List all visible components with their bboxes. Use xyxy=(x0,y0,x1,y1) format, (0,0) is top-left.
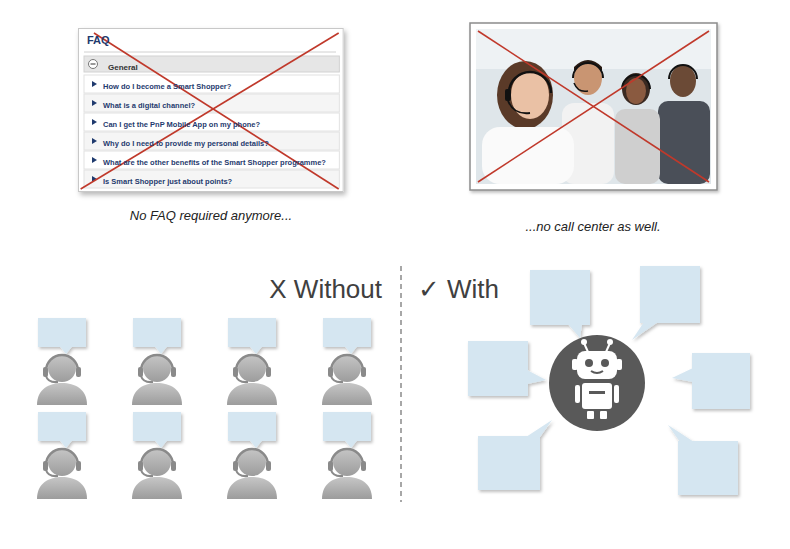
call-center-photo xyxy=(470,23,717,190)
red-cross xyxy=(478,31,709,182)
agent-icon xyxy=(37,412,87,499)
faq-row: Why do I need to provide my personal det… xyxy=(84,132,338,150)
faq-text: Why do I need to provide my personal det… xyxy=(84,135,269,153)
agent-icon xyxy=(132,318,182,405)
red-cross xyxy=(81,33,339,189)
speech-bubbles xyxy=(468,266,750,495)
faq-text: What are the other benefits of the Smart… xyxy=(84,154,326,172)
agent-icon xyxy=(322,412,372,499)
faq-text: How do I become a Smart Shopper? xyxy=(84,78,231,96)
bullet-triangles xyxy=(92,81,97,182)
faq-text: General xyxy=(84,60,138,76)
divider xyxy=(400,266,402,502)
comparison-heading: X Without xyxy=(269,274,382,305)
faq-text: What is a digital channel? xyxy=(84,97,195,115)
panel-title: FAQ xyxy=(78,28,110,47)
agent-icons xyxy=(37,318,372,499)
red-cross xyxy=(478,31,709,182)
faq-text: Can I get the PnP Mobile App on my phone… xyxy=(84,116,260,134)
faq-band: General xyxy=(84,56,338,72)
faq-panel: FAQ GeneralHow do I become a Smart Shoppe… xyxy=(78,28,344,192)
agent-icon xyxy=(322,318,372,405)
faq-rows xyxy=(84,75,339,188)
agent-icon xyxy=(227,412,277,499)
caption: ...no call center as well. xyxy=(525,219,660,234)
chatbot-icon xyxy=(549,335,645,431)
faq-row: What is a digital channel? xyxy=(84,94,338,112)
faq-row: Is Smart Shopper just about points? xyxy=(84,170,338,188)
agent-icon xyxy=(132,412,182,499)
faq-row: What are the other benefits of the Smart… xyxy=(84,151,338,169)
agent-icon xyxy=(37,318,87,405)
faq-row: Can I get the PnP Mobile App on my phone… xyxy=(84,113,338,131)
comparison-heading: ✓ With xyxy=(418,274,499,305)
caption: No FAQ required anymore... xyxy=(130,208,292,223)
faq-text: Is Smart Shopper just about points? xyxy=(84,173,232,191)
faq-row: How do I become a Smart Shopper? xyxy=(84,75,338,93)
agent-icon xyxy=(227,318,277,405)
